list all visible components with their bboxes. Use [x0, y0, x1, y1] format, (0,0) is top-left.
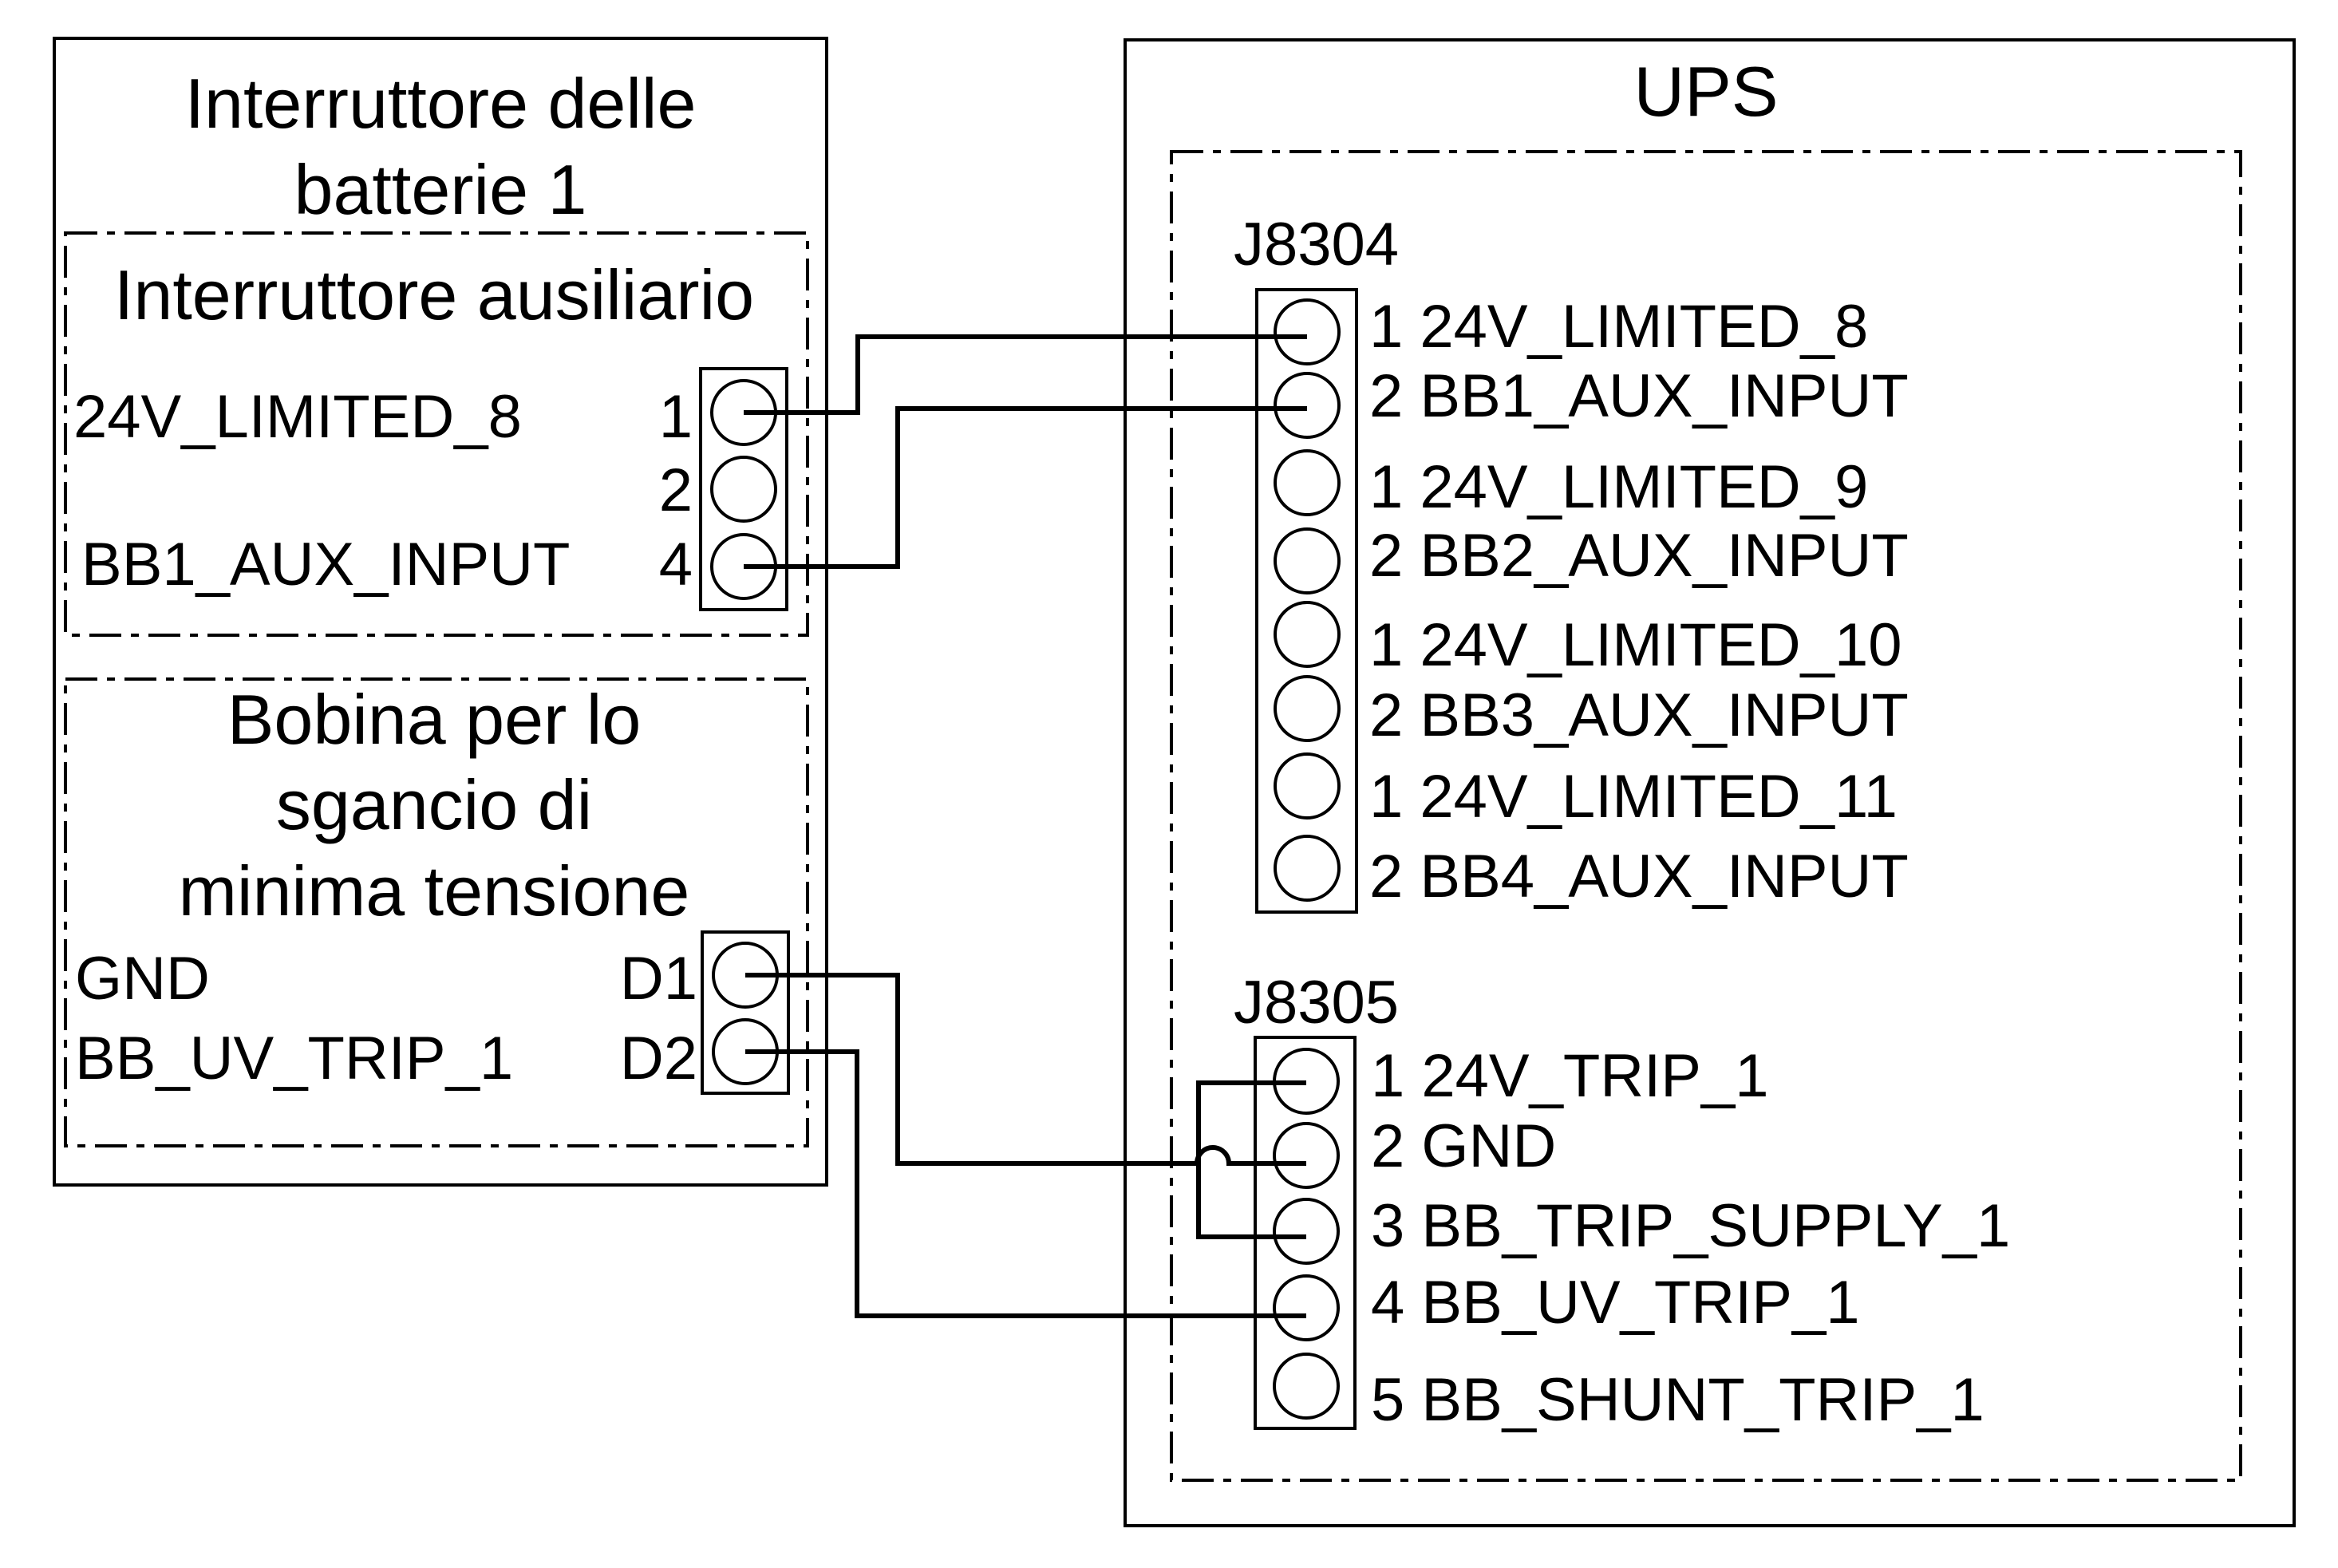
breaker-title-line1: Interruttore delle	[185, 64, 697, 143]
j8304-pin	[1274, 675, 1341, 742]
j8305-pin-label: 3 BB_TRIP_SUPPLY_1	[1371, 1192, 2010, 1260]
wire-bb1-aux-input	[744, 406, 1307, 569]
aux-pin-2	[710, 456, 777, 523]
j8305-pin-label: 4 BB_UV_TRIP_1	[1371, 1269, 1860, 1337]
j8305-pin	[1273, 1353, 1340, 1420]
j8305-pin-label: 5 BB_SHUNT_TRIP_1	[1371, 1366, 1985, 1434]
coil-connector	[701, 930, 790, 1095]
aux-label-24v-limited: 24V_LIMITED_8	[73, 383, 522, 451]
wire-bb-uv-trip-1	[745, 1049, 1306, 1318]
j8304-pin-label: 1 24V_LIMITED_9	[1369, 453, 1868, 521]
uv-coil-title-line2: sgancio di	[276, 765, 592, 844]
aux-connector	[699, 367, 788, 611]
j8304-pin-label: 2 BB4_AUX_INPUT	[1369, 843, 1909, 910]
jumper-24v-trip-to-trip-supply	[1196, 1080, 1306, 1239]
aux-switch-title: Interruttore ausiliario	[114, 255, 754, 334]
j8304-pin	[1274, 752, 1341, 820]
breaker-box	[53, 37, 828, 1187]
coil-label-bb-uv-trip: BB_UV_TRIP_1	[75, 1025, 513, 1092]
uv-coil-section	[64, 677, 809, 1147]
j8304-pin	[1274, 527, 1341, 594]
coil-pin-number-d1: D1	[620, 945, 697, 1013]
j8305-pin	[1273, 1122, 1340, 1189]
j8305-pins	[1273, 1048, 1340, 1420]
j8305-pin	[1273, 1198, 1340, 1265]
ups-board-section	[1170, 150, 2242, 1482]
j8304-pin-label: 1 24V_LIMITED_10	[1369, 611, 1902, 679]
j8304-pin	[1274, 449, 1341, 516]
j8304-label: J8304	[1234, 211, 1399, 278]
aux-switch-section	[64, 231, 809, 637]
j8304-pin-label: 2 BB1_AUX_INPUT	[1369, 362, 1909, 430]
j8305-pin	[1273, 1274, 1340, 1341]
aux-pin-number-4: 4	[659, 531, 693, 598]
j8304-connector	[1255, 288, 1358, 914]
uv-coil-title-line3: minima tensione	[179, 851, 690, 930]
j8305-label: J8305	[1234, 969, 1399, 1037]
wire-gnd	[745, 973, 1306, 1166]
j8304-pin-label: 1 24V_LIMITED_8	[1369, 293, 1868, 361]
breaker-title-line2: batterie 1	[294, 150, 587, 229]
j8304-pins	[1274, 298, 1341, 902]
j8304-pin	[1274, 601, 1341, 668]
j8304-pin-label: 1 24V_LIMITED_11	[1369, 763, 1898, 831]
j8304-pin	[1274, 372, 1341, 439]
wire-24v-limited-8	[744, 334, 1307, 415]
j8305-pin-label: 2 GND	[1371, 1112, 1556, 1180]
j8304-pin	[1274, 298, 1341, 365]
ups-title: UPS	[1634, 52, 1779, 131]
coil-pin-number-d2: D2	[620, 1025, 697, 1092]
j8304-pin-label: 2 BB2_AUX_INPUT	[1369, 522, 1909, 590]
aux-label-bb1-aux-input: BB1_AUX_INPUT	[81, 531, 570, 598]
j8305-pin-label: 1 24V_TRIP_1	[1371, 1042, 1769, 1110]
ups-box	[1124, 38, 2296, 1527]
j8304-pin	[1274, 835, 1341, 902]
coil-label-gnd: GND	[75, 945, 210, 1013]
j8305-connector	[1254, 1036, 1357, 1430]
aux-pin-number-2: 2	[659, 456, 693, 524]
j8304-pin-label: 2 BB3_AUX_INPUT	[1369, 681, 1909, 749]
aux-pin-number-1: 1	[659, 383, 693, 451]
uv-coil-title-line1: Bobina per lo	[227, 680, 642, 759]
